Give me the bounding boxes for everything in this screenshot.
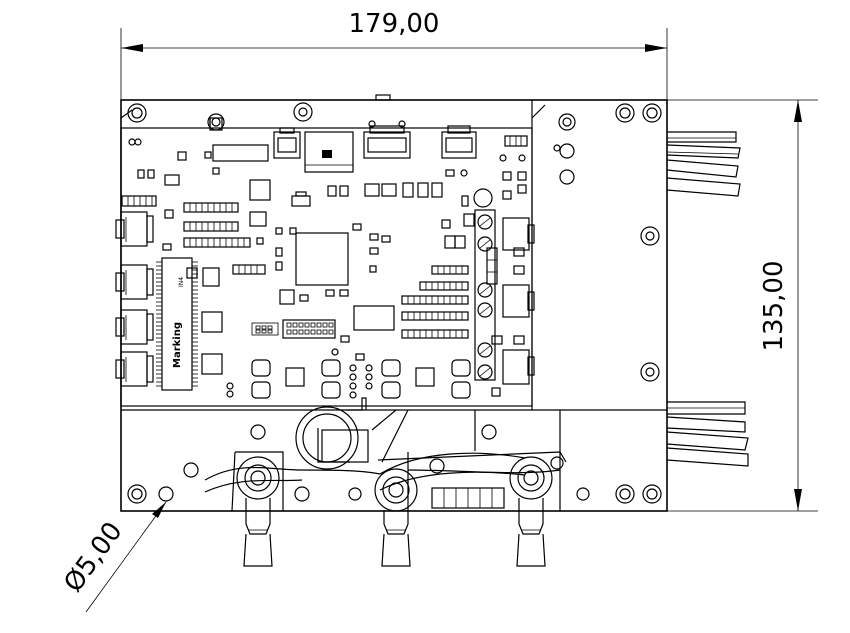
- connector-right-3: [502, 349, 535, 385]
- cable-bundle-bottom: [666, 401, 749, 467]
- screw-top-left: [127, 103, 147, 123]
- small-pin-header: [251, 322, 279, 336]
- screw-bottom-right-a: [615, 484, 635, 504]
- hole-small-b: [294, 486, 310, 502]
- screw-right-mid-b: [640, 362, 660, 382]
- enclosure-outline: [120, 94, 668, 512]
- connector-right-2: [502, 284, 535, 318]
- sd-card-slot: [304, 131, 354, 173]
- terminal-screw: [477, 364, 493, 380]
- hole-small-e: [550, 456, 564, 470]
- stud-terminal-3: [509, 456, 553, 567]
- screw-board-right-a: [559, 143, 575, 185]
- coil: [295, 397, 409, 470]
- resistor-strips: [401, 265, 469, 339]
- connector-left-2: [115, 264, 154, 300]
- connector-left-4: [115, 351, 154, 387]
- ic-small-label: IN4: [178, 277, 185, 287]
- screw-right-mid-a: [640, 226, 660, 246]
- hole-small-g: [481, 424, 497, 440]
- marking-ic: Marking IN4: [156, 257, 198, 391]
- connector-right-1: [502, 217, 535, 251]
- width-dimension-label: 179,00: [349, 9, 440, 39]
- terminal-screw: [477, 282, 493, 298]
- hole-5mm: [158, 486, 174, 502]
- terminal-screw: [477, 214, 493, 230]
- screw-bottom-right-b: [642, 484, 662, 504]
- terminal-screw: [477, 342, 493, 358]
- screw-bottom-left-a: [127, 484, 147, 504]
- resistor-array-2: [183, 221, 239, 232]
- hole-small-a: [183, 462, 199, 478]
- lower-assembly: [204, 397, 567, 567]
- terminal-screw: [477, 302, 493, 318]
- screw-top-right-a: [615, 103, 635, 123]
- connector-left-3: [115, 309, 154, 345]
- height-dimension-label: 135,00: [759, 261, 789, 352]
- cable-bundle-top: [666, 131, 741, 197]
- terminal-screw: [477, 236, 493, 252]
- stud-terminal-1: [236, 456, 280, 567]
- resistor-array-3: [183, 237, 251, 248]
- bottom-components: [226, 348, 471, 399]
- connector-left-1: [115, 211, 154, 247]
- screw-top-right-b: [642, 103, 662, 123]
- hole-small-f: [250, 424, 266, 440]
- height-dimension: 135,00: [667, 99, 818, 512]
- connector-top-1: [273, 127, 301, 159]
- stud-terminal-2: [374, 468, 418, 567]
- hole-diameter-dimension: Ø5,00: [58, 501, 167, 613]
- terminal-block: [474, 209, 496, 381]
- connector-top-3: [441, 125, 477, 159]
- hole-small-c: [348, 487, 362, 501]
- resistor-array-1: [183, 202, 239, 213]
- width-dimension: 179,00: [120, 9, 668, 100]
- hole-diameter-label: Ø5,00: [58, 517, 128, 598]
- connector-top-2: [363, 120, 411, 159]
- hole-small-d: [576, 487, 590, 501]
- mounting-screws: [127, 102, 662, 504]
- pin-header: [282, 319, 336, 339]
- pcb-board: Marking IN4: [115, 117, 561, 407]
- screw-board-top-c: [558, 113, 576, 131]
- screw-board-top-a: [293, 102, 313, 122]
- main-processor: [289, 227, 349, 286]
- ic-marking-label: Marking: [172, 322, 183, 368]
